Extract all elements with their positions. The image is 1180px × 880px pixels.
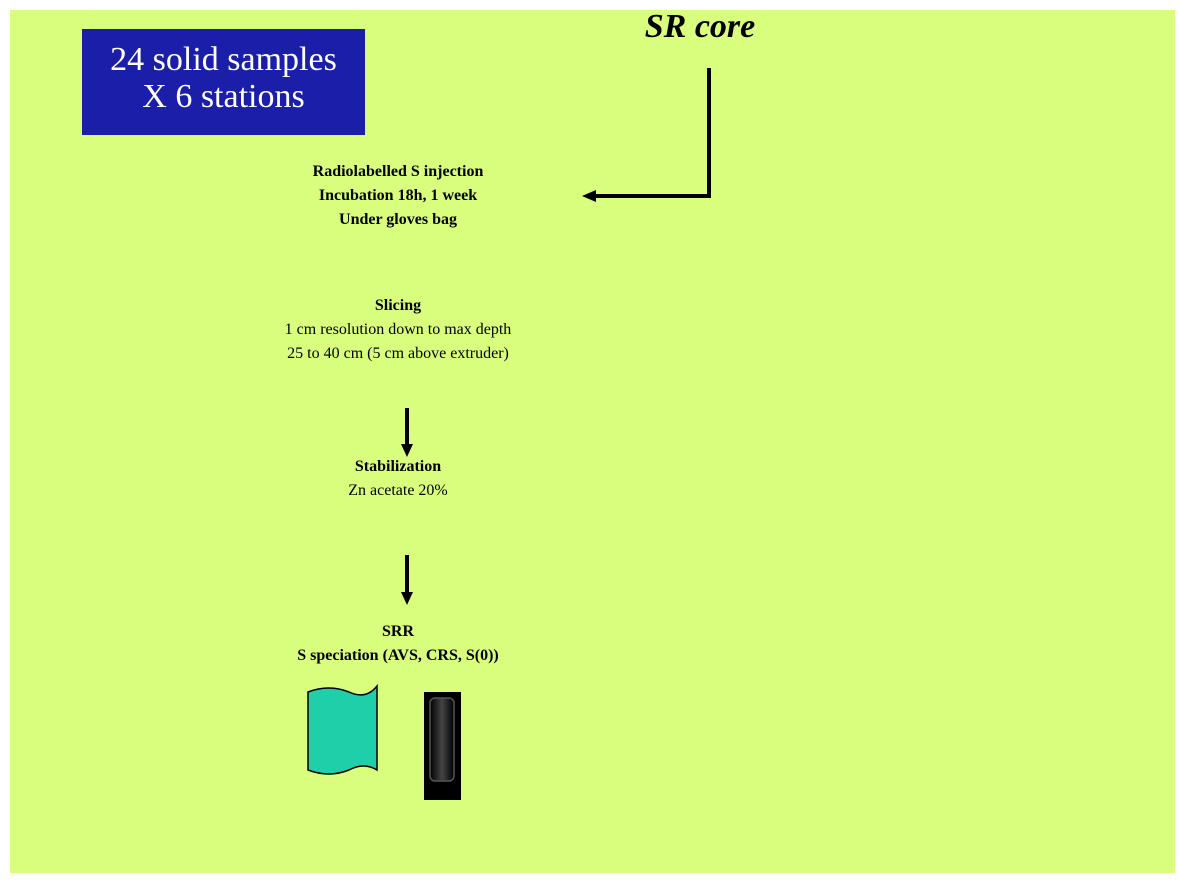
step-slicing-line-1: 1 cm resolution down to max depth (284, 321, 512, 338)
step-stabilization-title: Stabilization (354, 458, 442, 475)
step-stabilization: Stabilization Zn acetate 20% (188, 455, 608, 503)
step-slicing-line-2: 25 to 40 cm (5 cm above extruder) (287, 345, 509, 362)
title-line-2: X 6 stations (142, 78, 305, 115)
step-srr-title: SRR (381, 623, 414, 640)
step-injection-line-2: Incubation 18h, 1 week (318, 187, 478, 204)
step-srr-line-1: S speciation (AVS, CRS, S(0)) (297, 647, 499, 664)
slide-background (10, 10, 1175, 873)
step-stabilization-line-1: Zn acetate 20% (348, 482, 448, 499)
step-injection-line-3: Under gloves bag (339, 211, 457, 228)
step-slicing-title: Slicing (374, 297, 422, 314)
title-line-1: 24 solid samples (110, 41, 337, 78)
step-srr: SRR S speciation (AVS, CRS, S(0)) (188, 620, 608, 668)
sr-core-label: SR core (644, 8, 756, 45)
title-box: 24 solid samples X 6 stations (82, 29, 365, 135)
step-injection: Radiolabelled S injection Incubation 18h… (188, 160, 608, 232)
step-injection-line-1: Radiolabelled S injection (312, 163, 484, 180)
step-slicing: Slicing 1 cm resolution down to max dept… (188, 294, 608, 366)
